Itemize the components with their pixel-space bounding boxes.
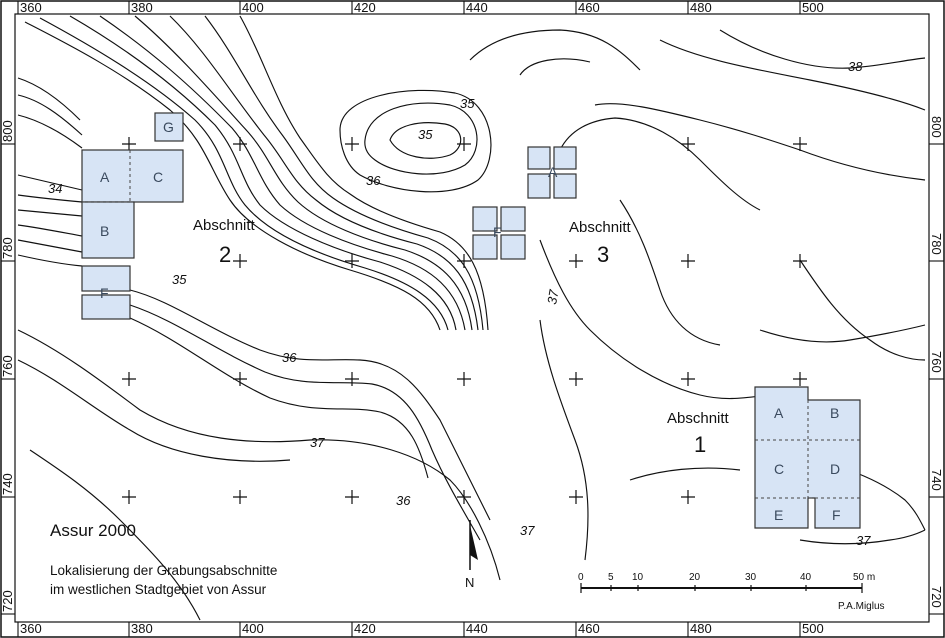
trench-label-1-C: C (774, 461, 784, 477)
trench-label-2-F: F (100, 285, 109, 301)
trench-label-3-A: A (548, 164, 558, 180)
x-label-440-bottom: 440 (466, 621, 488, 636)
trench-2-AC (81, 149, 184, 203)
x-label-500-bottom: 500 (802, 621, 824, 636)
contour-label-37-south: 37 (520, 523, 535, 538)
y-label-720-left: 720 (0, 590, 15, 612)
x-label-360-bottom: 360 (20, 621, 42, 636)
map-credit: P.A.Miglus (838, 601, 885, 612)
x-label-480-bottom: 480 (690, 621, 712, 636)
x-label-400-bottom: 400 (242, 621, 264, 636)
x-label-380-top: 380 (131, 0, 153, 15)
contour-label-36-west: 36 (282, 350, 297, 365)
section-2-word: Abschnitt (193, 217, 256, 234)
section-2-trenches: A C B G F (81, 112, 184, 320)
north-label: N (465, 575, 474, 590)
contour-label-35-hill: 35 (418, 127, 433, 142)
x-label-460-bottom: 460 (578, 621, 600, 636)
caption-line-1: Lokalisierung der Grabungsabschnitte (50, 563, 277, 578)
x-labels-top: 360 380 400 420 440 460 480 500 (20, 0, 824, 15)
x-label-500-top: 500 (802, 0, 824, 15)
contour-label-34: 34 (48, 181, 62, 196)
scale-label-5: 5 (608, 572, 614, 583)
scale-label-30: 30 (745, 572, 757, 583)
section-3-word: Abschnitt (569, 219, 632, 236)
contour-label-36-hill: 36 (366, 173, 381, 188)
contour-label-38: 38 (848, 59, 863, 74)
x-labels-bottom: 360 380 400 420 440 460 480 500 (20, 621, 824, 636)
y-label-760-left: 760 (0, 355, 15, 377)
trench-2-F-upper (81, 265, 131, 292)
x-label-420-top: 420 (354, 0, 376, 15)
y-labels-left: 800 780 760 740 720 (0, 120, 15, 612)
trench-label-1-B: B (830, 405, 839, 421)
y-label-800-right: 800 (929, 116, 944, 138)
north-arrow: N (465, 520, 478, 590)
y-label-780-right: 780 (929, 233, 944, 255)
section-1-trenches: A B C D E F (754, 386, 861, 529)
x-label-400-top: 400 (242, 0, 264, 15)
trench-label-2-B: B (100, 223, 109, 239)
y-label-740-right: 740 (929, 469, 944, 491)
trench-1-block (754, 386, 861, 529)
contour-label-37-east: 37 (856, 533, 871, 548)
y-label-720-right: 720 (929, 586, 944, 608)
contour-label-35-west: 35 (172, 272, 187, 287)
trench-label-2-C: C (153, 169, 163, 185)
y-label-780-left: 780 (0, 237, 15, 259)
trench-label-1-A: A (774, 405, 784, 421)
contour-label-36-south: 36 (396, 493, 411, 508)
scale-bar: 0 5 10 20 30 40 50 m (578, 572, 875, 593)
contour-lines (17, 15, 926, 621)
section-3-trenches: A F (472, 146, 577, 260)
y-labels-right: 800 780 760 740 720 (929, 116, 944, 608)
map-title: Assur 2000 (50, 521, 136, 540)
scale-label-20: 20 (689, 572, 701, 583)
trench-label-1-F: F (832, 507, 841, 523)
x-label-360-top: 360 (20, 0, 42, 15)
trench-label-2-G: G (163, 119, 174, 135)
x-label-380-bottom: 380 (131, 621, 153, 636)
trench-2-G (154, 112, 184, 142)
contour-label-35-extra: 35 (460, 96, 475, 111)
y-label-760-right: 760 (929, 351, 944, 373)
x-label-420-bottom: 420 (354, 621, 376, 636)
contour-label-37-west: 37 (310, 435, 325, 450)
trench-label-3-F: F (493, 224, 502, 240)
trench-2-F-lower (81, 294, 131, 320)
section-3-number: 3 (597, 242, 609, 267)
section-2-number: 2 (219, 242, 231, 267)
x-label-440-top: 440 (466, 0, 488, 15)
section-1-number: 1 (694, 432, 706, 457)
contour-label-37-center: 37 (544, 288, 561, 306)
contour-labels: 34 35 36 37 38 35 36 35 37 36 37 37 (48, 59, 871, 548)
scale-label-0: 0 (578, 572, 584, 583)
title-block: Assur 2000 Lokalisierung der Grabungsabs… (50, 521, 277, 597)
section-labels: Abschnitt 2 Abschnitt 3 Abschnitt 1 (193, 217, 730, 457)
trench-2-B (81, 201, 135, 259)
y-label-740-left: 740 (0, 473, 15, 495)
x-label-460-top: 460 (578, 0, 600, 15)
trench-label-1-E: E (774, 507, 783, 523)
section-1-word: Abschnitt (667, 410, 730, 427)
scale-label-40: 40 (800, 572, 812, 583)
trench-label-2-A: A (100, 169, 110, 185)
scale-label-10: 10 (632, 572, 644, 583)
x-label-480-top: 480 (690, 0, 712, 15)
scale-label-50: 50 m (853, 572, 875, 583)
caption-line-2: im westlichen Stadtgebiet von Assur (50, 582, 267, 597)
trench-label-1-D: D (830, 461, 840, 477)
y-label-800-left: 800 (0, 120, 15, 142)
